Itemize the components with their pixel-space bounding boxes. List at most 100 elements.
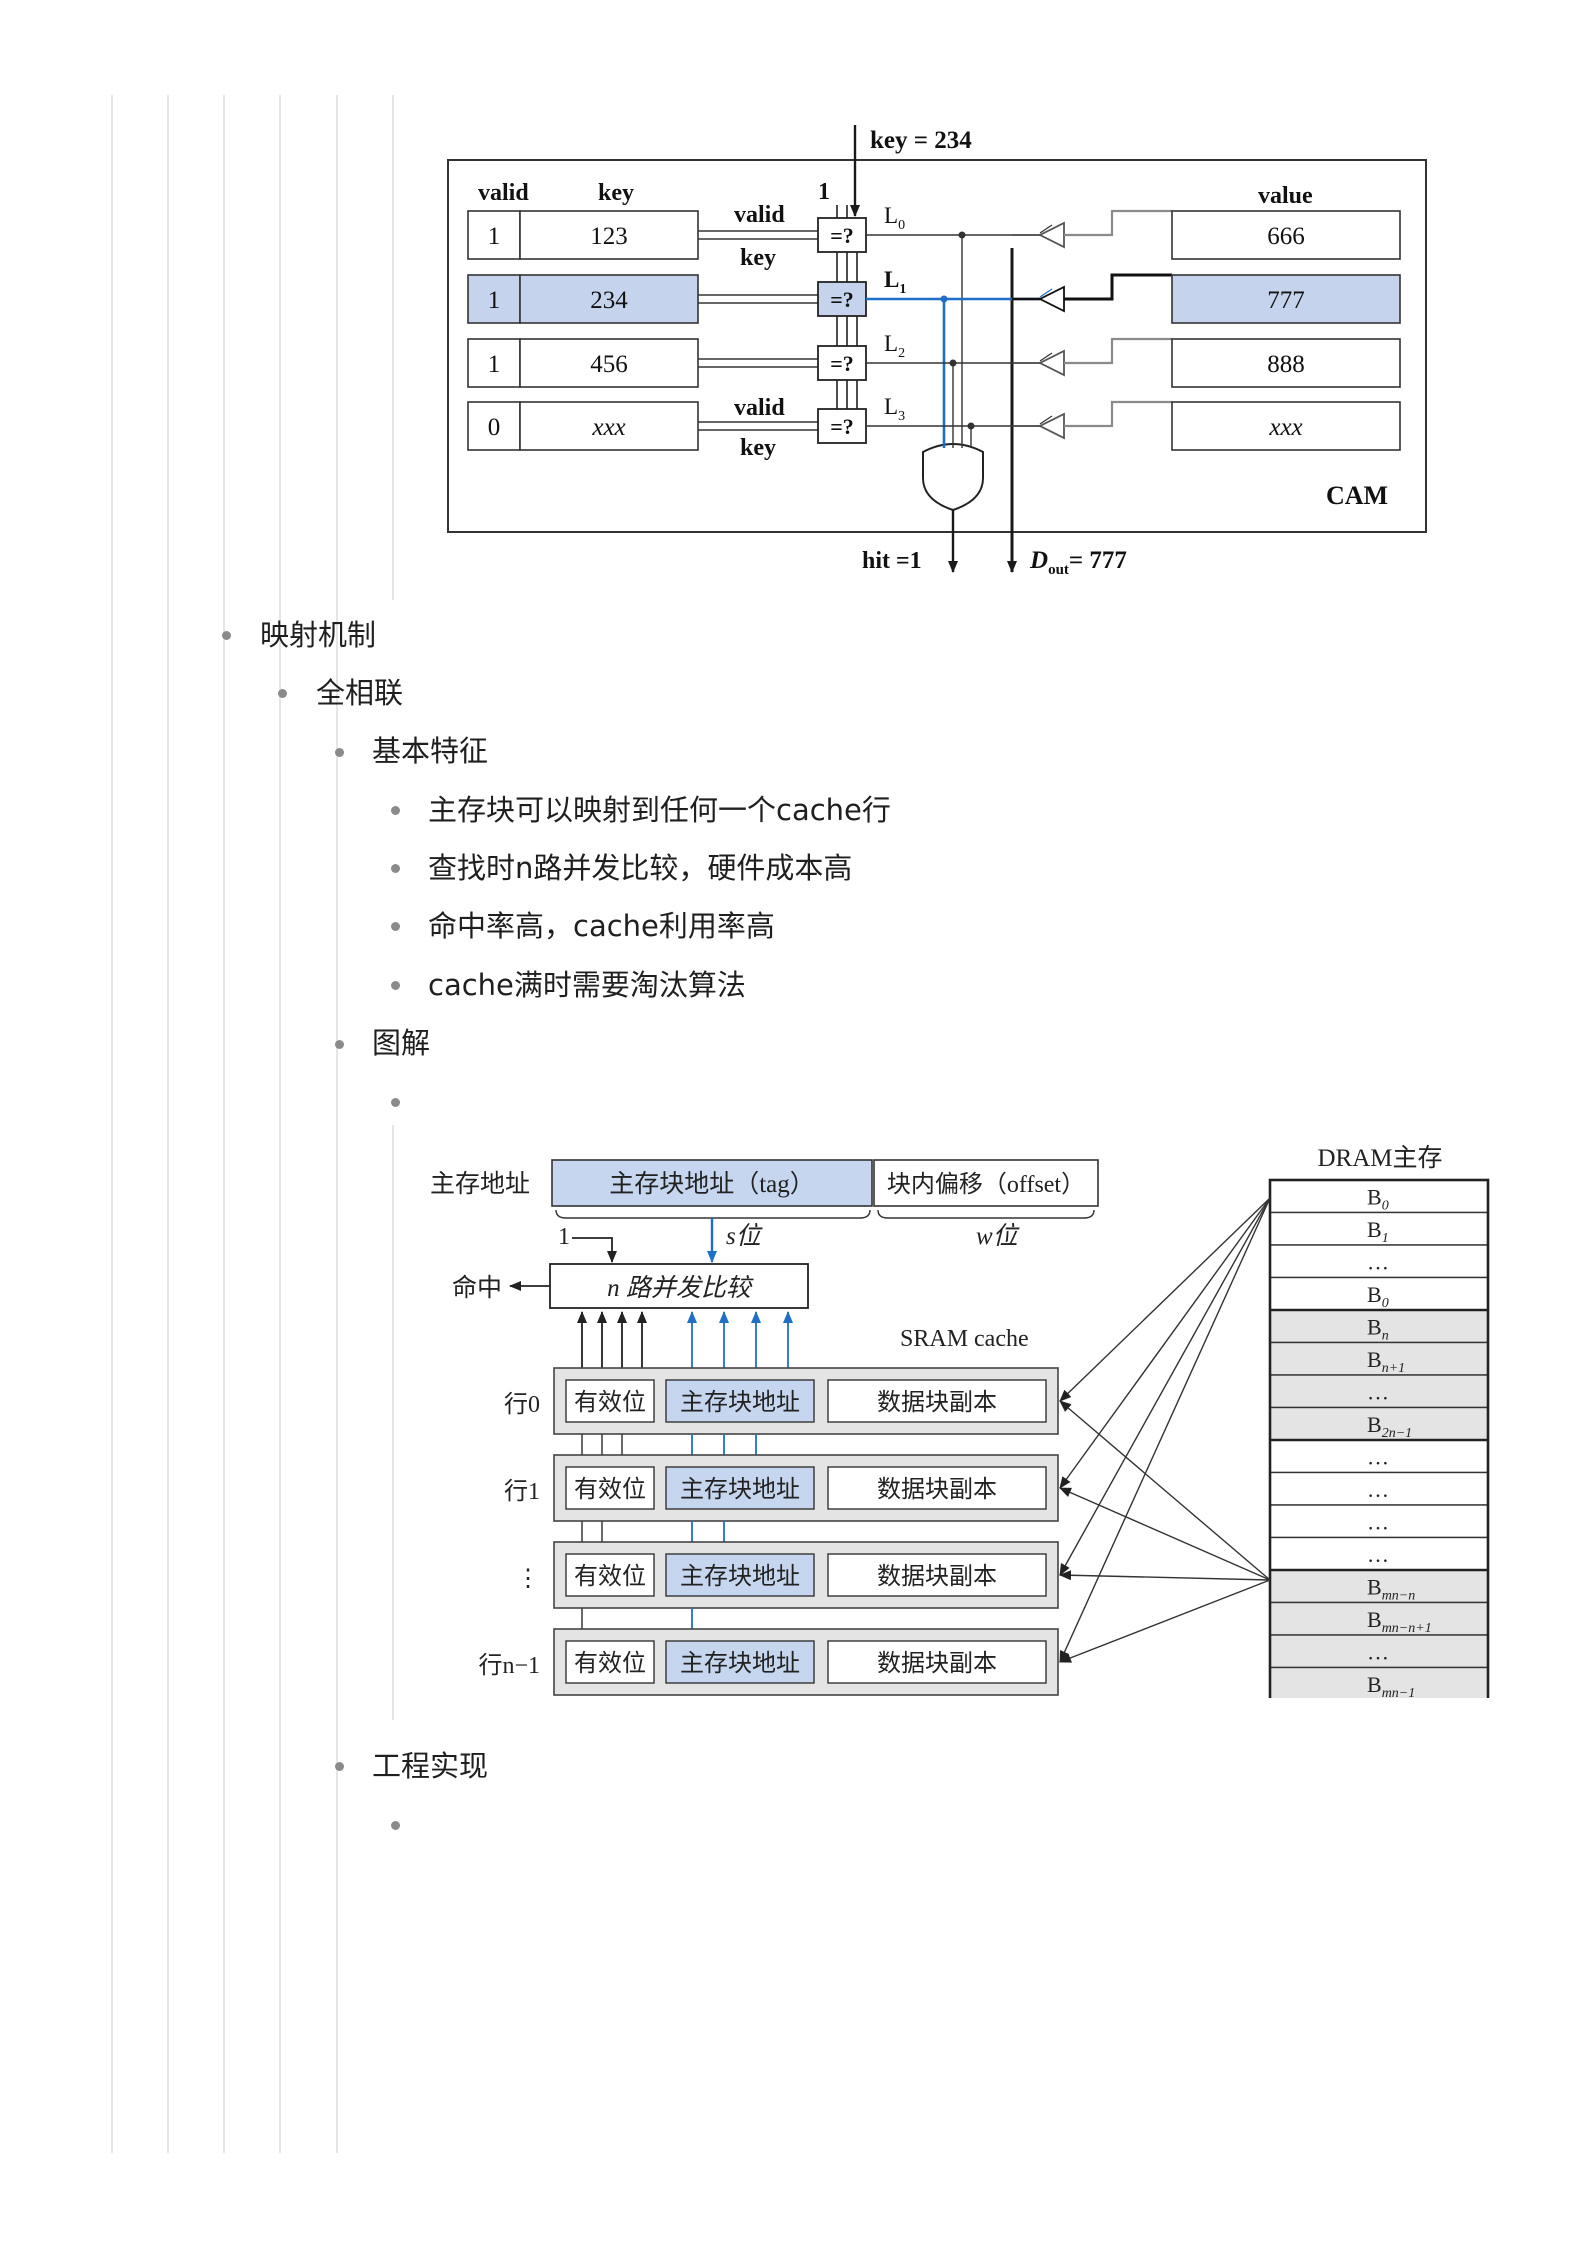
tag-field-box [551,1159,873,1207]
bus-key-label-bottom: key [740,435,776,461]
data-cell-label: 数据块副本 [877,1389,997,1416]
dram-block-label: Bmn−1 [1367,1672,1415,1698]
cam-value-cell [1171,274,1401,324]
cam-line-label: L3 [884,394,905,424]
indent-guide [279,95,281,2153]
tag-cell-label: 主存块地址 [680,1650,800,1677]
tri-state-buffer [1037,349,1065,377]
assoc-diagram: 主存地址 主存块地址（tag） 块内偏移（offset） s位 w位 1 n 路… [430,1144,1490,1698]
valid-cell [565,1379,655,1423]
col-value-header: value [1258,183,1313,209]
list-bullet [222,631,231,640]
bus-key-label: key [740,245,776,271]
hit-label: hit =1 [862,548,922,574]
cam-comparator [817,345,867,381]
outline-item: 查找时n路并发比较，硬件成本高 [428,851,853,885]
tag-field: 主存块地址（tag） [609,1170,815,1198]
data-cell [827,1553,1047,1597]
valid-cell-label: 有效位 [574,1563,646,1590]
sram-label: SRAM cache [900,1326,1029,1352]
tag-cell [665,1379,815,1423]
tag-cell [665,1466,815,1510]
tag-cell-label: 主存块地址 [680,1476,800,1503]
indent-guide [111,95,113,2153]
list-bullet-empty [391,1821,400,1830]
dram-block-label: B0 [1367,1282,1389,1311]
cam-value-cell [1171,401,1401,451]
cam-key-cell [519,274,699,324]
cam-value: 888 [1267,351,1305,378]
indent-guide [336,1060,338,1720]
tri-state-buffer [1037,412,1065,440]
one-label: 1 [818,179,830,205]
list-bullet [391,864,400,873]
list-bullet [391,806,400,815]
dram-block-label: … [1367,1445,1389,1470]
cam-valid-cell [467,401,521,451]
valid-cell-label: 有效位 [574,1389,646,1416]
indent-guide [336,763,338,1003]
cam-label: CAM [1326,481,1388,510]
row-label: 行0 [504,1391,540,1418]
indent-guide [223,95,225,2153]
dram-block-label: … [1367,1542,1389,1567]
dram-block-label: … [1367,1250,1389,1275]
indent-guide [279,705,281,1005]
dram-block-label: … [1367,1510,1389,1535]
one-input: 1 [558,1224,570,1250]
dram-block-label: … [1367,1380,1389,1405]
dram-block [1269,1309,1489,1344]
cam-border [447,159,1427,533]
outline-item: 映射机制 [260,618,377,652]
cam-comparator [817,408,867,444]
cam-line-label: L1 [884,267,906,297]
cam-valid-value: 1 [488,223,501,250]
cam-key-value: 123 [590,223,628,250]
cam-comparator-label: =? [830,287,854,312]
cam-key-cell [519,338,699,388]
dram-block [1269,1406,1489,1441]
cam-valid-cell [467,274,521,324]
cam-key-value: xxx [591,414,625,441]
dram-block [1269,1211,1489,1246]
bus-valid-label-bottom: valid [734,395,785,421]
valid-cell [565,1553,655,1597]
cam-valid-value: 0 [488,414,501,441]
cam-key-cell [519,210,699,260]
addr-label: 主存地址 [430,1170,530,1198]
cam-value-cell [1171,210,1401,260]
cam-key-cell [519,401,699,451]
col-key-header: key [598,180,634,206]
comparator-box [549,1263,809,1309]
cam-value: 666 [1267,223,1305,250]
dout-label: Dout= 777 [1029,547,1127,578]
indent-guide [167,95,169,2153]
dram-block-label: Bn+1 [1367,1347,1405,1376]
data-cell [827,1466,1047,1510]
dram-block-label: B1 [1367,1217,1389,1246]
outline-item: 工程实现 [372,1749,489,1783]
data-cell-label: 数据块副本 [877,1650,997,1677]
list-bullet [335,1762,344,1771]
cam-diagram: key = 234 valid key value 1 valid key va… [447,125,1427,578]
indent-guide [392,1125,394,1720]
cam-valid-value: 1 [488,351,501,378]
key-input-label: key = 234 [870,127,972,154]
list-bullet [335,1040,344,1049]
dram-block [1269,1374,1489,1409]
outline-item: 主存块可以映射到任何一个cache行 [428,793,891,827]
list-bullet [278,689,287,698]
cam-comparator-label: =? [830,351,854,376]
cam-key-value: 234 [590,287,628,314]
cam-value: 777 [1267,287,1305,314]
outline-item: 全相联 [316,676,404,710]
list-bullet [391,981,400,990]
data-cell-label: 数据块副本 [877,1476,997,1503]
outline-item: 命中率高，cache利用率高 [428,909,775,943]
bus-valid-label: valid [734,202,785,228]
valid-cell-label: 有效位 [574,1476,646,1503]
cam-value: xxx [1268,414,1302,441]
outline-item: 图解 [372,1026,431,1060]
dram-block-label: … [1367,1477,1389,1502]
col-valid-header: valid [478,180,529,206]
